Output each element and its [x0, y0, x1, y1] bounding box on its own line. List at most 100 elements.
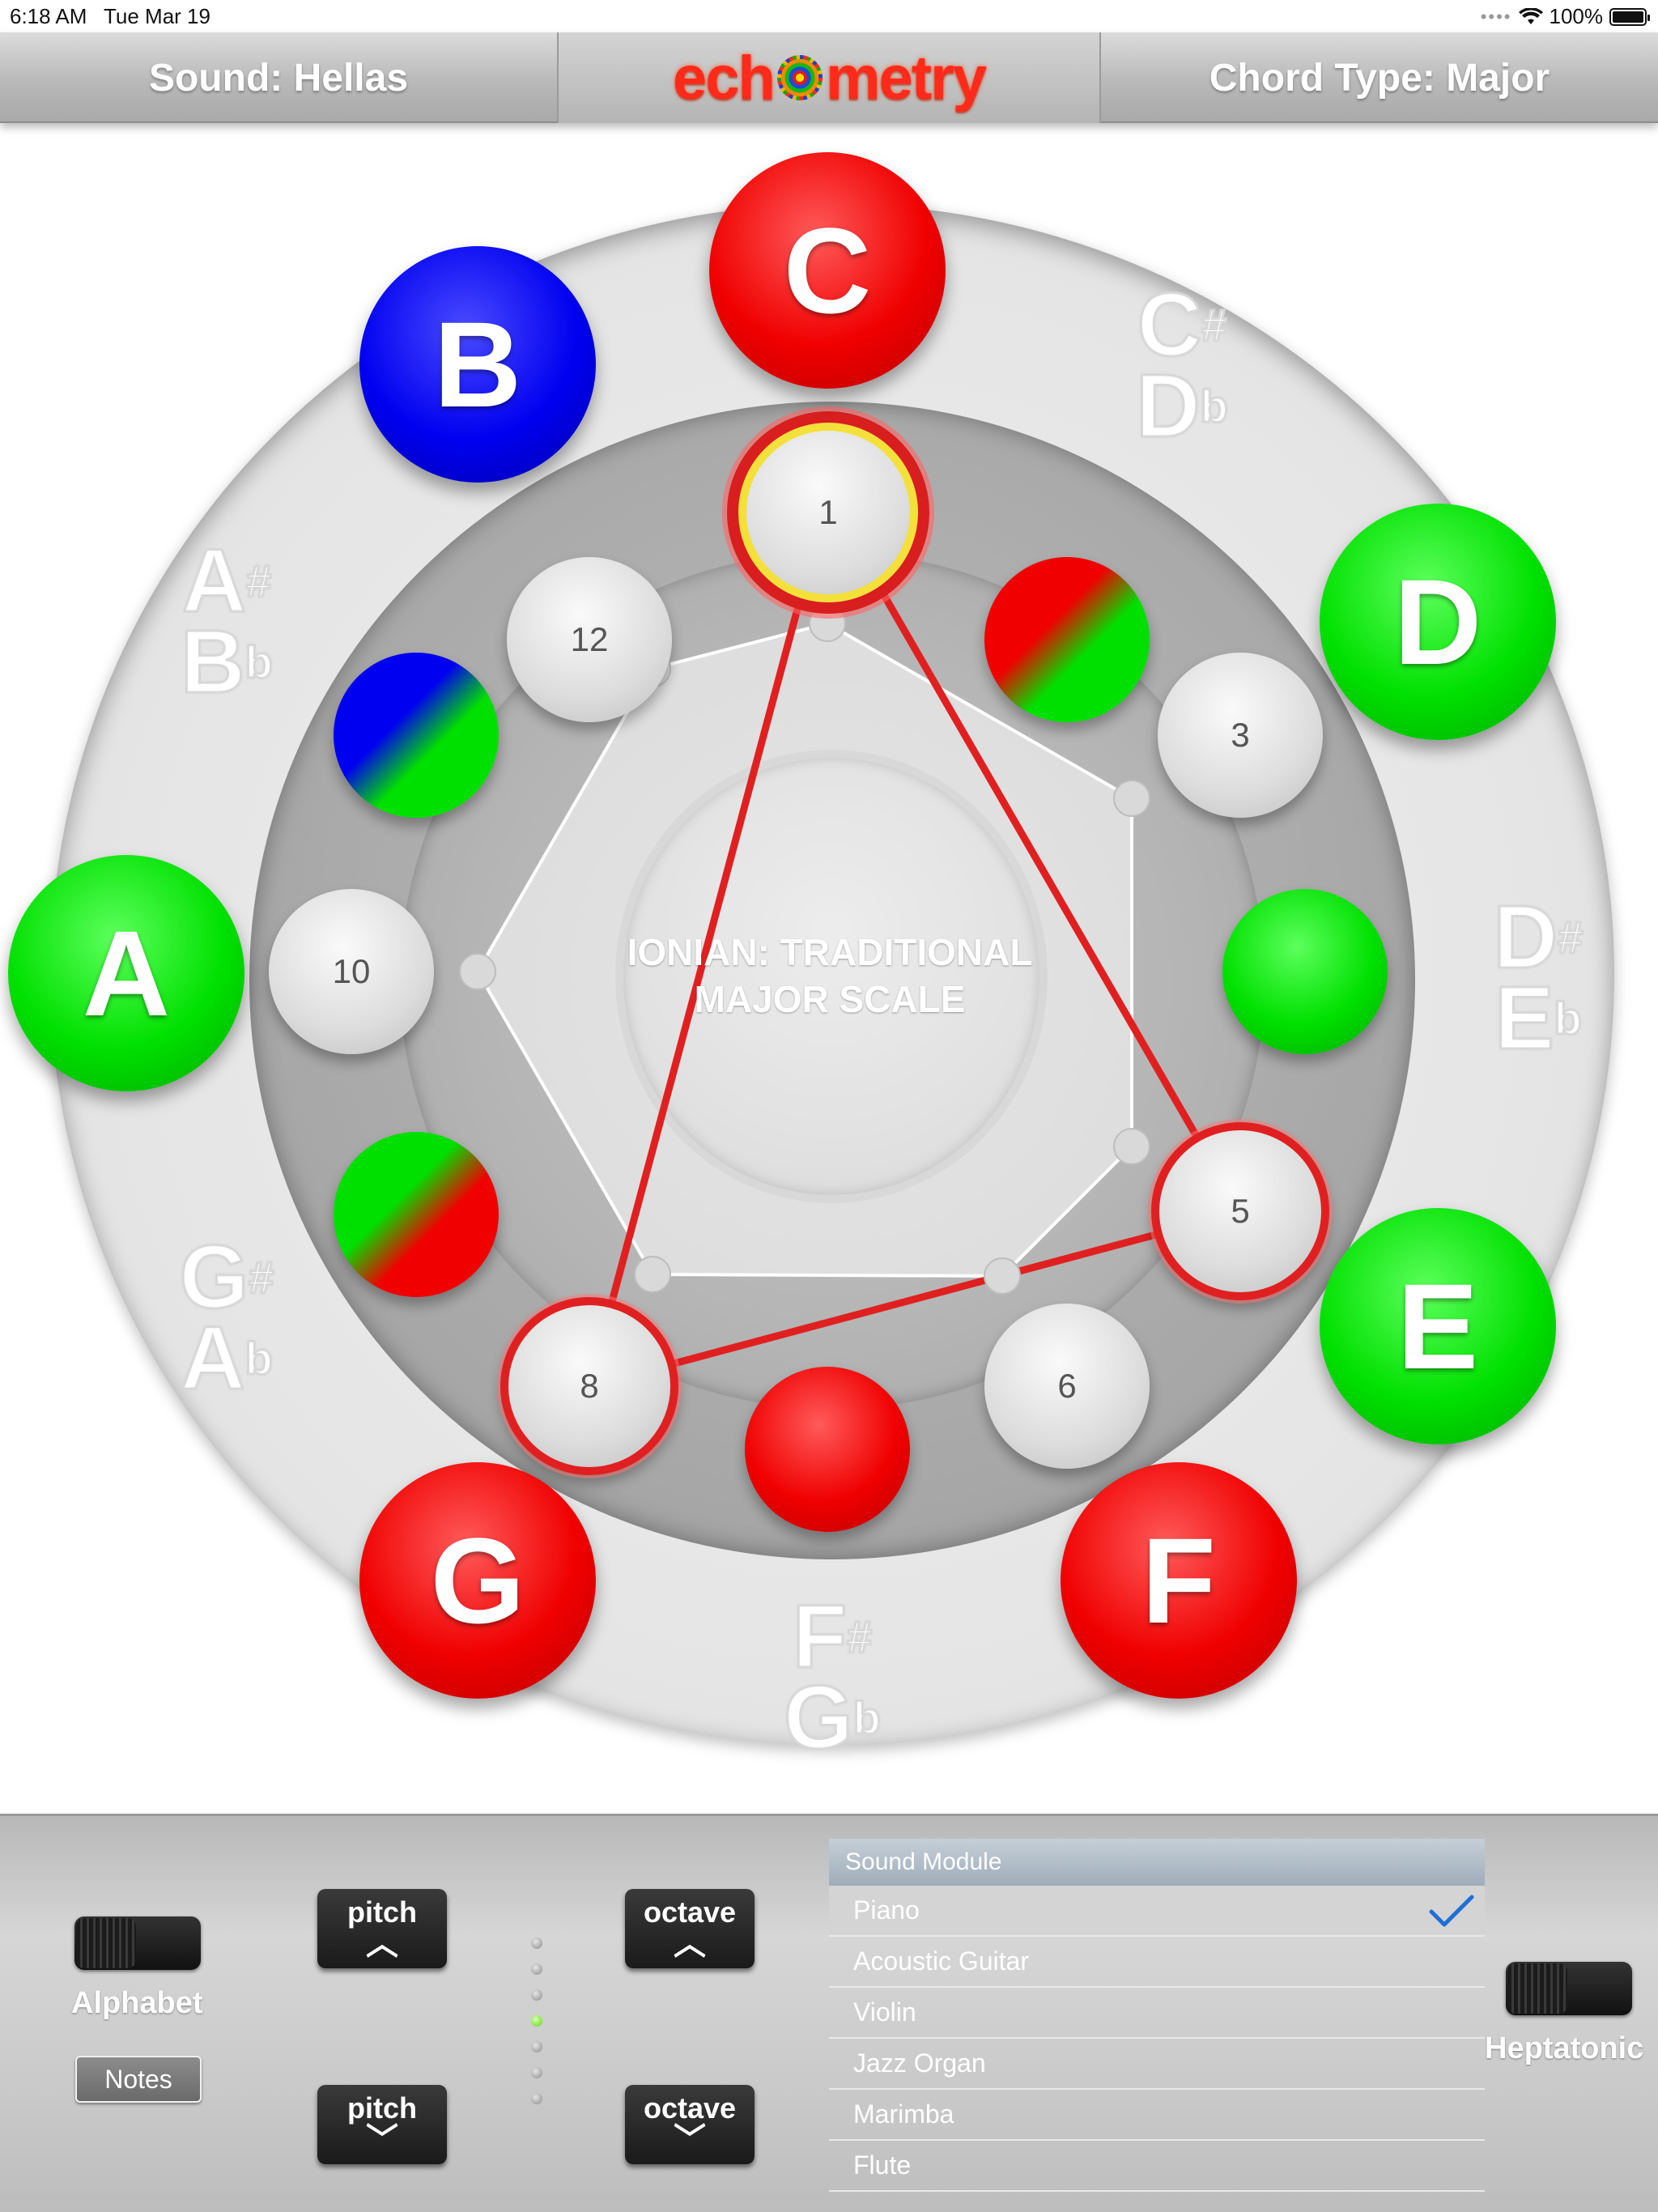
degree-label: 8 [580, 1367, 599, 1405]
octave-led [531, 1938, 542, 1949]
note-csharp-dflat[interactable]: C# Db [1117, 279, 1247, 452]
pitch-down-label: pitch [347, 2091, 417, 2125]
degree-11-button[interactable] [334, 653, 499, 818]
sound-option-violin[interactable]: Violin [829, 1988, 1485, 2039]
notes-button[interactable]: Notes [75, 2056, 202, 2103]
degree-label: 6 [1057, 1367, 1077, 1405]
note-label: E [1397, 1257, 1479, 1394]
sound-option-jazz-organ[interactable]: Jazz Organ [829, 2039, 1485, 2090]
octave-led [531, 2041, 542, 2052]
degree-3-button[interactable]: 3 [1158, 653, 1323, 818]
note-b-button[interactable]: B [359, 246, 596, 483]
degree-10-button[interactable]: 10 [269, 889, 434, 1054]
sharp-symbol: # [248, 1251, 275, 1304]
heptatonic-toggle[interactable] [1506, 1962, 1632, 2015]
battery-percent: 100% [1549, 4, 1604, 28]
battery-icon [1609, 7, 1650, 26]
degree-1-button[interactable]: 1 [727, 411, 929, 614]
note-asharp-bflat[interactable]: A# Bb [162, 535, 291, 708]
acc-letter: E [1494, 968, 1555, 1068]
mode-title-line1: IONIAN: TRADITIONAL [627, 931, 1033, 973]
degree-12-button[interactable]: 12 [507, 557, 672, 722]
octave-led [531, 1963, 542, 1975]
flat-symbol: b [852, 1691, 882, 1745]
sound-option-acoustic-guitar[interactable]: Acoustic Guitar [829, 1937, 1485, 1988]
chord-triangle [585, 493, 1244, 1390]
alphabet-toggle[interactable] [74, 1916, 201, 1970]
wifi-icon [1518, 7, 1543, 24]
sound-option-label: Acoustic Guitar [853, 1946, 1029, 1976]
status-date: Tue Mar 19 [104, 4, 210, 28]
heptatonic-label: Heptatonic [1485, 2031, 1644, 2065]
sound-option-piano[interactable]: Piano [829, 1886, 1485, 1937]
octave-led-active [531, 2015, 542, 2027]
note-label: C [783, 202, 872, 338]
sharp-symbol: # [1201, 299, 1228, 352]
note-label: D [1393, 553, 1482, 690]
octave-led [531, 1989, 542, 2001]
chevron-up-icon: ︿ [366, 1926, 398, 1962]
degree-6-button[interactable]: 6 [984, 1304, 1150, 1469]
degree-2-button[interactable] [984, 557, 1150, 722]
note-g-button[interactable]: G [359, 1462, 596, 1699]
pitch-up-button[interactable]: pitch ︿ [317, 1889, 447, 1968]
degree-7-button[interactable] [745, 1367, 910, 1532]
note-c-button[interactable]: C [709, 152, 946, 389]
sharp-symbol: # [245, 555, 273, 608]
note-dsharp-eflat[interactable]: D# Eb [1473, 891, 1603, 1064]
pitch-up-label: pitch [347, 1895, 417, 1929]
degree-8-button[interactable]: 8 [500, 1297, 678, 1475]
octave-down-label: octave [643, 2091, 737, 2125]
chevron-down-icon: ﹀ [674, 2122, 706, 2158]
chord-type-selector[interactable]: Chord Type: Major [1101, 32, 1658, 123]
note-label: A [82, 904, 171, 1041]
logo-burst-icon [776, 55, 823, 100]
vertex-dot [984, 1257, 1021, 1295]
note-fsharp-gflat[interactable]: F# Gb [767, 1591, 897, 1763]
vertex-dot [459, 953, 496, 990]
alphabet-label: Alphabet [71, 1986, 203, 2020]
pitch-down-button[interactable]: pitch ﹀ [317, 2085, 447, 2164]
sound-option-label: Flute [853, 2150, 912, 2180]
note-a-button[interactable]: A [8, 855, 244, 1091]
status-bar: 6:18 AM Tue Mar 19 •••• 100% [0, 0, 1658, 32]
octave-up-button[interactable]: octave ︿ [625, 1889, 755, 1968]
degree-label: 3 [1231, 716, 1250, 754]
degree-label: 10 [332, 952, 371, 990]
vertex-dots [459, 605, 1150, 1295]
chevron-down-icon: ﹀ [366, 2122, 398, 2158]
flat-symbol: b [1199, 380, 1229, 433]
control-panel: Alphabet Notes pitch ︿ pitch ﹀ octave ︿ … [0, 1814, 1658, 2212]
vertex-dot [1113, 1128, 1150, 1165]
logo-area: ech metry [557, 32, 1101, 123]
note-label: G [430, 1512, 525, 1648]
sound-selector[interactable]: Sound: Hellas [0, 32, 557, 123]
sound-module-list[interactable]: Sound Module Piano Acoustic Guitar Violi… [829, 1839, 1485, 2212]
note-e-button[interactable]: E [1320, 1208, 1556, 1444]
note-d-button[interactable]: D [1320, 504, 1556, 740]
acc-letter: D [1492, 887, 1558, 987]
octave-up-label: octave [643, 1895, 737, 1929]
sound-option-marimba[interactable]: Marimba [829, 2090, 1485, 2141]
sharp-symbol: # [1557, 911, 1584, 964]
degree-9-button[interactable] [334, 1132, 499, 1297]
sound-option-flute[interactable]: Flute [829, 2141, 1485, 2192]
degree-4-button[interactable] [1222, 889, 1388, 1054]
octave-led [531, 2067, 542, 2078]
sound-option-label: Violin [853, 1997, 916, 2027]
vertex-dot [1113, 780, 1150, 817]
octave-down-button[interactable]: octave ﹀ [625, 2085, 755, 2164]
degree-label: 5 [1231, 1192, 1250, 1230]
sound-option-label: Piano [853, 1895, 920, 1925]
app-header: Sound: Hellas ech metry Chord Type: Majo… [0, 32, 1658, 123]
acc-letter: G [783, 1668, 855, 1767]
note-f-button[interactable]: F [1061, 1462, 1297, 1699]
degree-label: 1 [818, 493, 838, 531]
note-gsharp-aflat[interactable]: G# Ab [162, 1231, 291, 1404]
toggle-knob [76, 1918, 136, 1968]
echometry-logo: ech metry [673, 43, 987, 113]
sound-module-header: Sound Module [829, 1839, 1485, 1886]
chord-type-label: Chord Type: Major [1209, 56, 1550, 100]
sound-option-label: Jazz Organ [853, 2048, 986, 2078]
degree-5-button[interactable]: 5 [1151, 1122, 1329, 1300]
